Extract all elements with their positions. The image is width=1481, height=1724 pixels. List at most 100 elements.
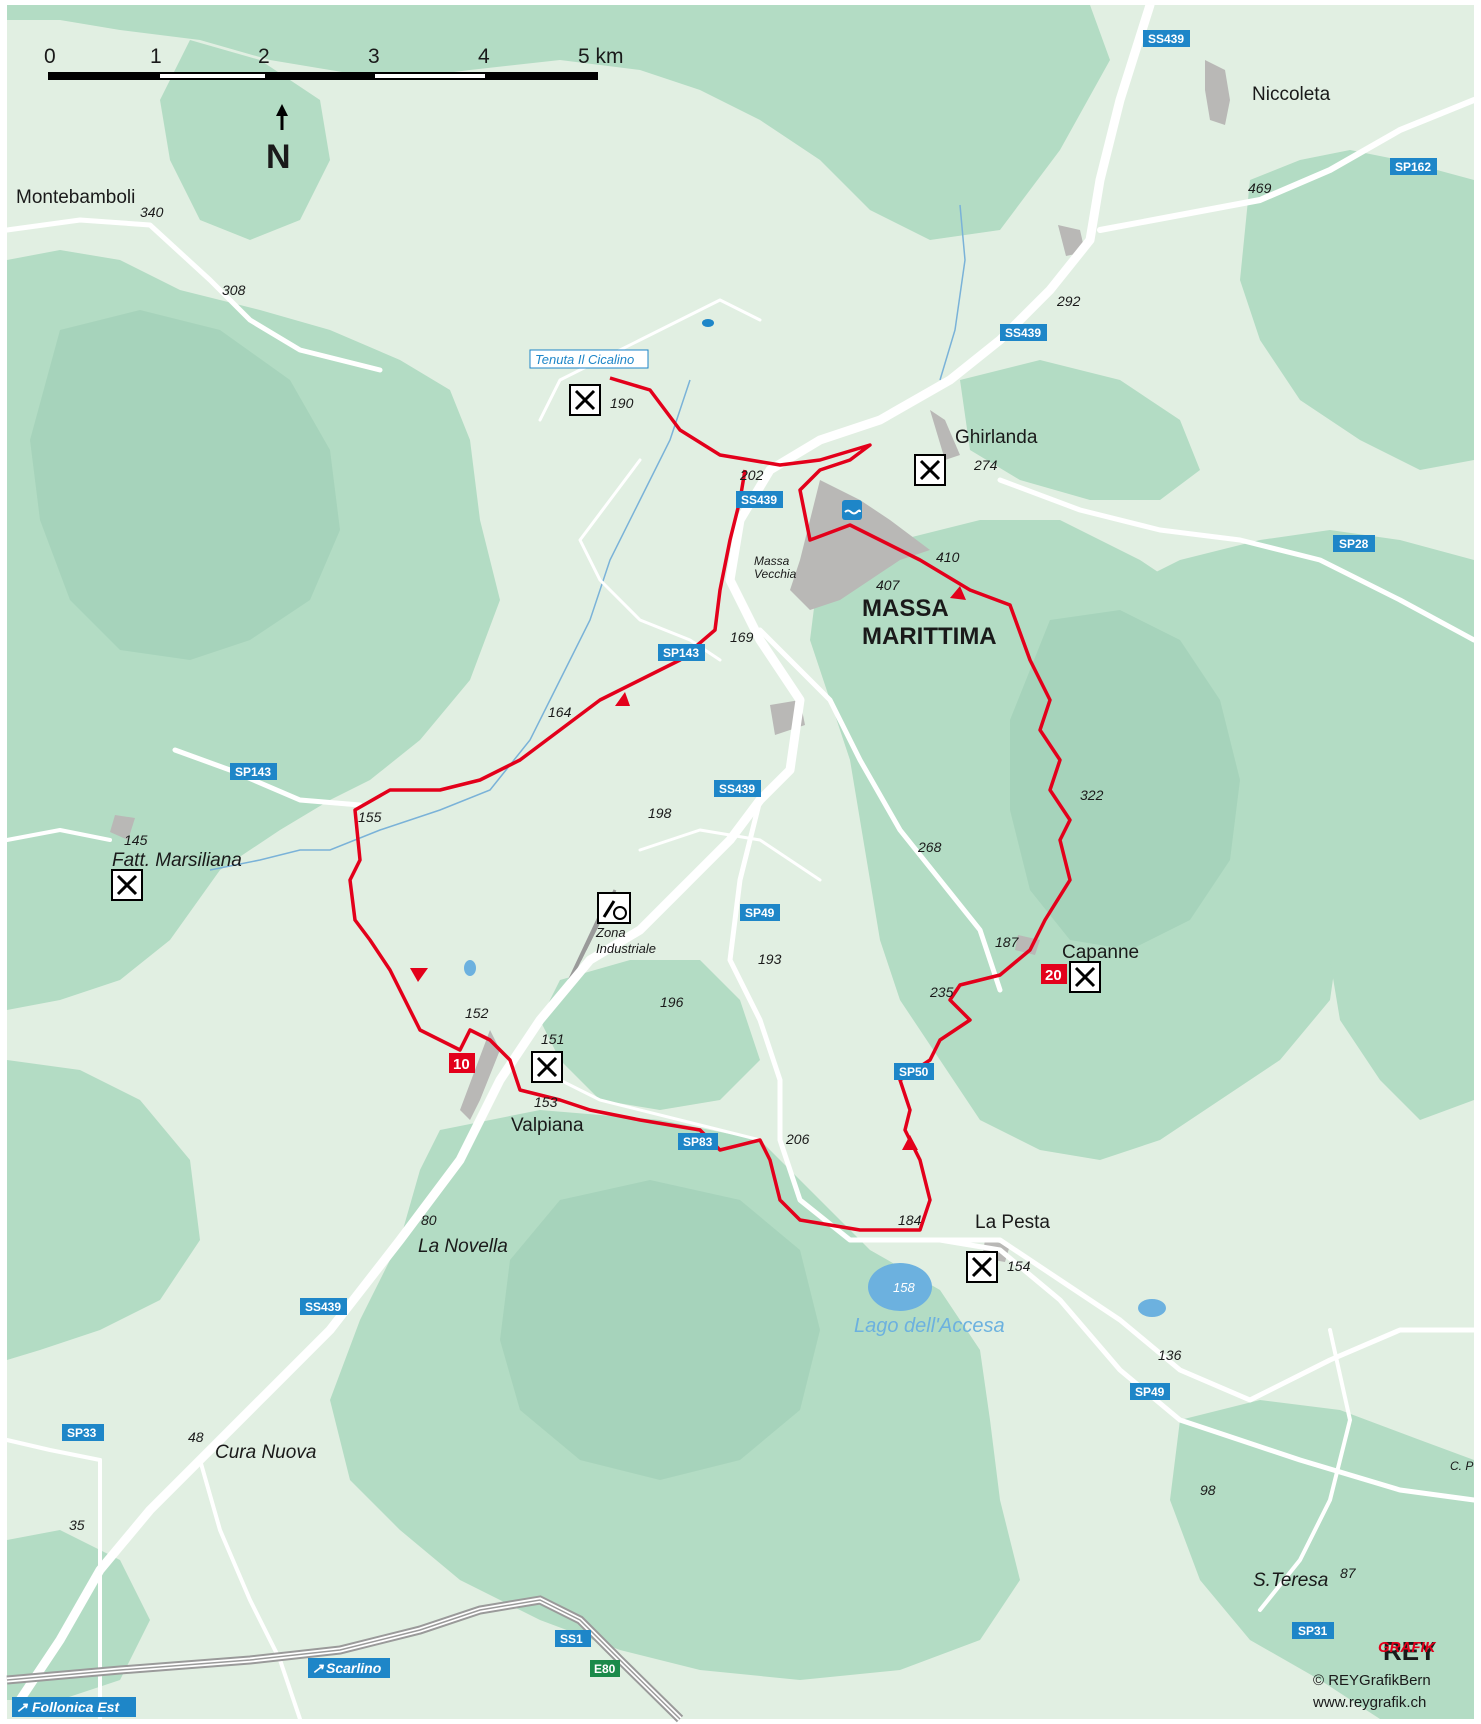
place-la-novella: La Novella [418,1236,508,1257]
elevation: 190 [610,395,634,411]
elevation: 198 [648,805,672,821]
elevation: 322 [1080,787,1104,803]
elevation: 407 [876,577,901,593]
exit-signs: ↗ Scarlino ↗ Follonica Est [12,1658,390,1717]
elevation: 152 [465,1005,489,1021]
north-label: N [266,138,291,176]
place-la-pesta: La Pesta [975,1212,1050,1233]
road-shield: SS439 [714,780,761,797]
tenuta-name: Tenuta Il Cicalino [535,352,634,367]
route-marker [1041,964,1067,984]
elevations: 340 308 469 292 190 202 274 410 407 169 … [69,180,1357,1581]
credit-line2: www.reygrafik.ch [1312,1694,1426,1711]
road-shield: SS1 [555,1630,591,1647]
road-shield: SP28 [1333,535,1375,552]
svg-text:SP83: SP83 [683,1135,713,1149]
place-cura-nuova: Cura Nuova [215,1442,316,1463]
svg-text:SP162: SP162 [1395,160,1431,174]
elevation: 184 [898,1212,922,1228]
lake-label: Lago dell'Accesa [854,1315,1005,1337]
elevation: 193 [758,951,782,967]
road-shield: SS439 [736,491,783,508]
elevation: 187 [995,934,1020,950]
road-shield: SP83 [678,1133,718,1150]
svg-text:SP143: SP143 [663,646,699,660]
elevation: 292 [1056,293,1081,309]
elevation: 202 [739,467,764,483]
restaurant-icon [966,1251,998,1283]
elevation: 268 [917,839,942,855]
elevation: 235 [929,984,954,1000]
credit-line1: © REYGrafikBern [1313,1672,1431,1689]
road-shield: SP33 [62,1424,104,1441]
elevation: 48 [188,1429,204,1445]
road-shield: SP162 [1390,158,1437,175]
svg-text:SP49: SP49 [1135,1385,1165,1399]
restaurant-icon [914,454,946,486]
bike-repair-icon [597,892,631,924]
lake-accesa [868,1263,932,1311]
elevation: 196 [660,994,684,1010]
restaurant-icons [111,384,1101,1283]
elevation: 169 [730,629,754,645]
svg-text:SP49: SP49 [745,906,775,920]
svg-text:SS1: SS1 [560,1632,583,1646]
elevation: 308 [222,282,246,298]
place-massa-vecchia-1: Massa [754,554,790,568]
elevation: 155 [358,809,382,825]
route-marker-label: 20 [1045,967,1062,984]
elevation: 164 [548,704,572,720]
place-zona-1: Zona [595,925,626,940]
pond-east [1138,1299,1166,1317]
town-name-line1: MASSA [862,595,949,622]
elevation: 410 [936,549,960,565]
scale-tick-2: 2 [258,45,270,68]
scale-tick-0: 0 [44,45,56,68]
road-shield: SS439 [1143,30,1190,47]
town-name-line2: MARITTIMA [862,623,997,650]
exit-arrow-icon: ↗ [16,1699,29,1715]
svg-text:E80: E80 [594,1662,616,1676]
pond-small [464,960,476,976]
swimming-pool-icon [842,500,862,520]
svg-text:SP28: SP28 [1339,537,1369,551]
road-shield: SP143 [658,644,705,661]
scale-bar: 0 1 2 3 4 5 km [44,45,624,80]
railway [6,1595,684,1723]
place-labels: Niccoleta Montebamboli Ghirlanda Capanne… [16,84,1473,1591]
road-shield: SP31 [1292,1622,1334,1639]
logo-rey: REY [1383,1636,1436,1666]
restaurant-icon [531,1051,563,1083]
road-shield: SP50 [894,1063,934,1080]
svg-text:SP31: SP31 [1298,1624,1328,1638]
exit-arrow-icon: ↗ [312,1660,325,1676]
tenuta-label: Tenuta Il Cicalino [529,349,649,369]
road-shield: SS439 [1000,324,1047,341]
place-massa-vecchia-2: Vecchia [754,567,797,581]
route-arrows [410,586,966,1150]
exit-sign [12,1697,136,1717]
elevation: 98 [1200,1482,1216,1498]
svg-text:SS439: SS439 [741,493,777,507]
place-niccoleta: Niccoleta [1252,84,1331,105]
exit-sign [308,1658,390,1678]
scale-tick-1: 1 [150,45,162,68]
elevation: 80 [421,1212,437,1228]
road-shield-green: E80 [590,1660,620,1677]
stream-north [939,204,966,381]
scale-tick-5: 5 km [578,45,624,68]
logo-grafik: GRAFIK [1378,1639,1437,1656]
elevation: 87 [1340,1565,1357,1581]
svg-text:SP50: SP50 [899,1065,929,1079]
exit-label: Follonica Est [32,1699,120,1715]
elevation: 206 [785,1131,810,1147]
road-shield: SS439 [300,1298,347,1315]
route-markers: 10 20 [449,964,1067,1073]
pond [702,319,714,327]
elevation: 35 [69,1517,85,1533]
place-s-teresa: S.Teresa [1253,1570,1328,1591]
cycling-route [348,376,1072,1232]
route-arrow [615,692,630,706]
restaurant-icon [569,384,601,416]
